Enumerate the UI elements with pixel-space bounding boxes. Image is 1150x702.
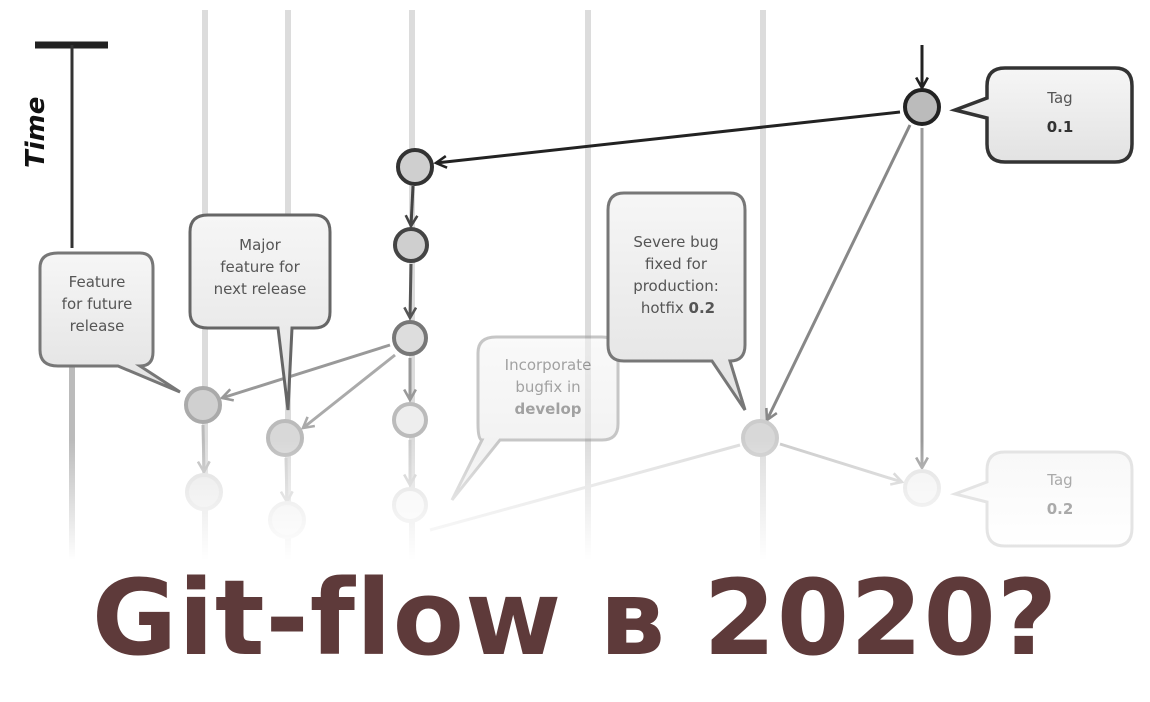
bubble-text: fixed for bbox=[645, 255, 708, 273]
bubble-text: Severe bug bbox=[633, 233, 718, 251]
time-label: Time bbox=[21, 97, 51, 168]
bubble-text: feature for bbox=[220, 258, 300, 276]
bubble-text: hotfix bbox=[641, 299, 689, 317]
bubble-text: next release bbox=[214, 280, 307, 298]
bubble-text: production: bbox=[633, 277, 719, 295]
commit-node bbox=[392, 402, 428, 438]
bubble-text: Incorporate bbox=[505, 356, 592, 374]
bubble-text: Feature bbox=[69, 273, 126, 291]
bubble-major-feature: Major feature for next release bbox=[188, 213, 332, 411]
tag-version: 0.1 bbox=[1047, 118, 1074, 136]
bubble-text: release bbox=[70, 317, 125, 335]
bubble-feature-future: Feature for future release bbox=[38, 251, 181, 394]
bubble-severe-bug: Severe bug fixed for production: hotfix … bbox=[606, 191, 747, 411]
commit-node bbox=[396, 148, 434, 186]
bubble-tag-0-1: Tag 0.1 bbox=[949, 66, 1134, 164]
tag-version: 0.2 bbox=[1047, 500, 1074, 518]
time-axis: Time bbox=[21, 41, 108, 248]
commit-node bbox=[184, 386, 222, 424]
bubble-text: Major bbox=[239, 236, 281, 254]
svg-text:hotfix 0.2: hotfix 0.2 bbox=[641, 299, 715, 317]
bubble-text: develop bbox=[514, 400, 581, 418]
bottom-fade bbox=[0, 440, 1150, 560]
git-flow-diagram: Time Feature for future release bbox=[0, 10, 1150, 560]
bubble-text: Tag bbox=[1046, 471, 1072, 489]
bubble-text: for future bbox=[62, 295, 133, 313]
commit-node-tag-0.1 bbox=[903, 88, 941, 126]
commit-node bbox=[393, 227, 429, 263]
bubble-tag-0-2: Tag 0.2 bbox=[949, 450, 1134, 548]
commit-node bbox=[392, 320, 428, 356]
bubble-text-version: 0.2 bbox=[689, 299, 716, 317]
bubble-text: Tag bbox=[1046, 89, 1072, 107]
bubble-text: bugfix in bbox=[515, 378, 580, 396]
bubble-incorporate: Incorporate bugfix in develop bbox=[450, 335, 620, 501]
page-title: Git-flow в 2020? bbox=[91, 557, 1059, 679]
